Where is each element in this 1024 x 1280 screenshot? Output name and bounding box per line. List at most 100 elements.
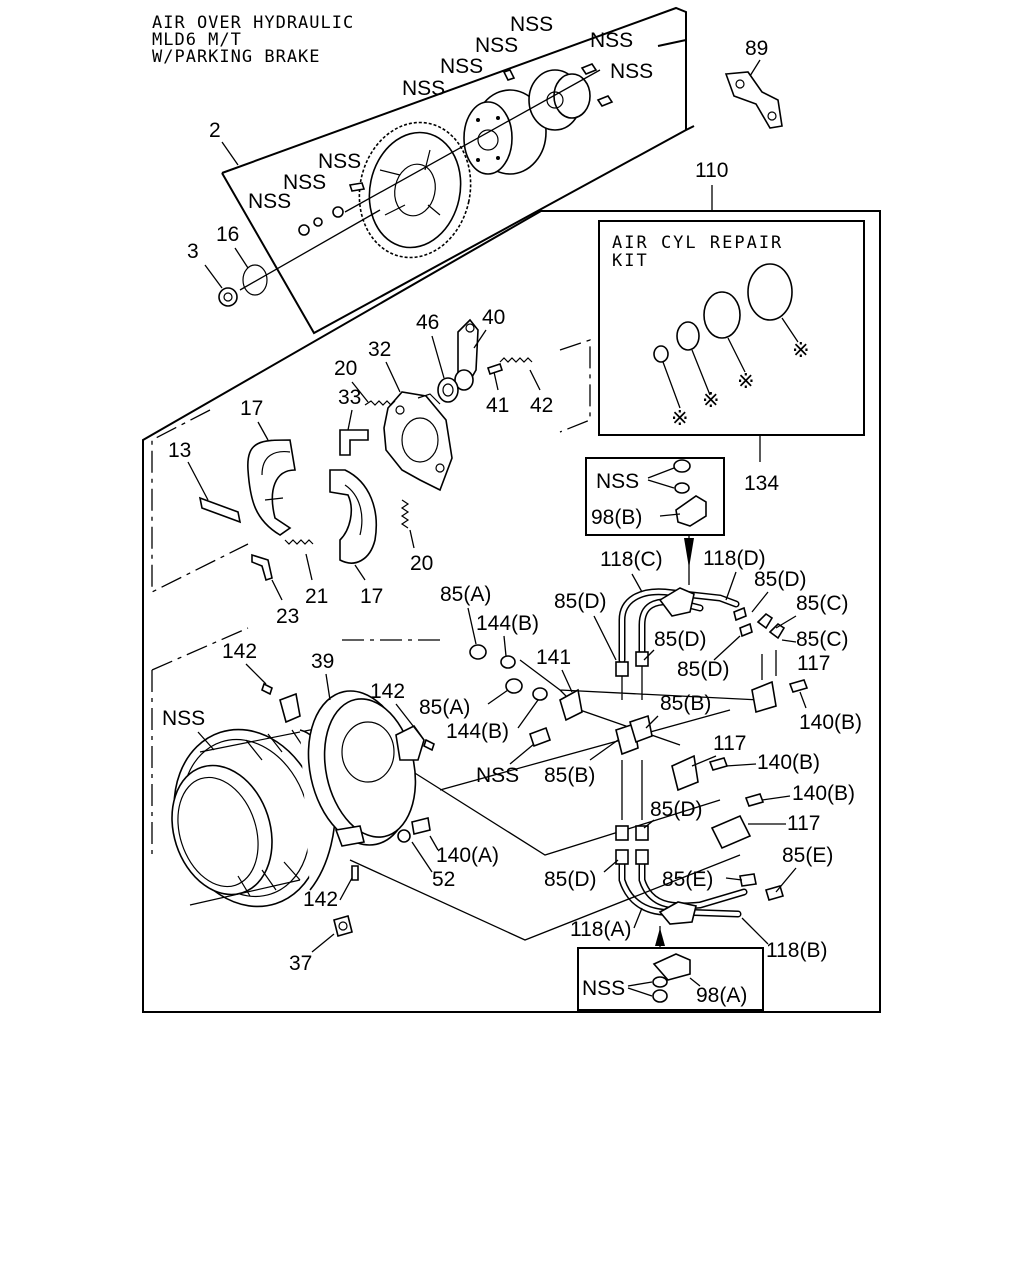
spring-21 <box>284 539 314 545</box>
brake-pipes <box>618 587 748 925</box>
callout-140B-3: 140(B) <box>792 782 855 805</box>
callout-134: 134 <box>744 472 779 495</box>
title-line-1: AIR OVER HYDRAULIC <box>152 13 354 33</box>
asterisk-3: ※ <box>737 370 755 393</box>
spring-42 <box>499 357 533 363</box>
spring-20-lower <box>400 499 410 529</box>
brake-drum <box>171 727 337 908</box>
kit-title-1: AIR CYL REPAIR <box>612 233 783 253</box>
callout-33: 33 <box>338 386 361 409</box>
callout-117-mid: 117 <box>713 732 746 755</box>
callout-85A-2: 85(A) <box>419 696 470 719</box>
callout-85C-1: 85(C) <box>796 592 849 615</box>
callout-40: 40 <box>482 306 505 329</box>
asterisk-4: ※ <box>792 339 810 362</box>
seal-rings <box>653 263 799 409</box>
callout-142-top: 142 <box>222 640 257 663</box>
callout-37: 37 <box>289 952 312 975</box>
shoe-group-outline <box>151 339 591 594</box>
nss-label-1: NSS <box>248 190 291 213</box>
nss-label-13: NSS <box>162 707 205 730</box>
clip-98A-box <box>577 947 764 1011</box>
callout-85D-1: 85(D) <box>754 568 807 591</box>
asterisk-1: ※ <box>671 407 689 430</box>
brake-shoe-17-left <box>247 439 296 536</box>
callout-85D-6: 85(D) <box>544 868 597 891</box>
clip-98B-box <box>585 457 725 536</box>
asterisk-2: ※ <box>702 389 720 412</box>
callout-98A: 98(A) <box>696 984 747 1007</box>
callout-118D: 118(D) <box>703 547 766 570</box>
callout-140A: 140(A) <box>436 844 499 867</box>
lever-40 <box>437 318 504 403</box>
callout-39: 39 <box>311 650 334 673</box>
pin-33 <box>339 429 369 456</box>
callout-85C-2: 85(C) <box>796 628 849 651</box>
callout-46: 46 <box>416 311 439 334</box>
clip-98B <box>647 459 707 527</box>
title-line-3: W/PARKING BRAKE <box>152 47 321 67</box>
hub-cylinder <box>463 89 547 175</box>
callout-118B: 118(B) <box>766 939 827 962</box>
callout-85D-3: 85(D) <box>677 658 730 681</box>
callout-17-top: 17 <box>240 397 263 420</box>
nss-label-2: NSS <box>283 171 326 194</box>
drum-group-outline <box>151 627 440 860</box>
spring-20-upper <box>364 400 396 406</box>
callout-118A: 118(A) <box>570 918 631 941</box>
callout-85D-2: 85(D) <box>654 628 707 651</box>
nss-label-10: NSS <box>596 470 639 493</box>
callout-85A-1: 85(A) <box>440 583 491 606</box>
hub-flange <box>528 69 591 131</box>
link-13 <box>198 496 242 524</box>
callout-3: 3 <box>187 240 199 263</box>
callout-144B-1: 144(B) <box>476 612 539 635</box>
callout-117-top: 117 <box>797 652 830 675</box>
callout-16: 16 <box>216 223 239 246</box>
nss-label-8: NSS <box>590 29 633 52</box>
hub-small-parts <box>218 63 614 307</box>
callout-85B-1: 85(B) <box>660 692 711 715</box>
brake-shoe-17-right <box>329 469 377 564</box>
main-frame <box>142 210 881 1013</box>
small-bolts <box>261 682 435 937</box>
callout-85E-1: 85(E) <box>662 868 713 891</box>
callout-98B: 98(B) <box>591 506 642 529</box>
callout-13: 13 <box>168 439 191 462</box>
callout-20-top: 20 <box>334 357 357 380</box>
callout-110: 110 <box>695 159 728 182</box>
callout-85D-5: 85(D) <box>650 798 703 821</box>
bolt-23 <box>251 553 273 582</box>
nss-label-9: NSS <box>610 60 653 83</box>
callout-52: 52 <box>432 868 455 891</box>
nss-label-4: NSS <box>402 77 445 100</box>
callout-41: 41 <box>486 394 509 417</box>
callout-142-mid: 142 <box>370 680 405 703</box>
bracket-89 <box>724 71 783 129</box>
ring-gear <box>358 121 472 259</box>
nss-label-12: NSS <box>582 977 625 1000</box>
callout-85B-2: 85(B) <box>544 764 595 787</box>
fittings <box>469 606 809 901</box>
nss-label-11: NSS <box>476 764 519 787</box>
anchor-plate-32 <box>383 391 453 492</box>
nss-label-7: NSS <box>510 13 553 36</box>
callout-140B-2: 140(B) <box>757 751 820 774</box>
title-line-2: MLD6 M/T <box>152 30 242 50</box>
callout-117-bottom: 117 <box>787 812 820 835</box>
nss-label-3: NSS <box>318 150 361 173</box>
callout-118C: 118(C) <box>600 548 663 571</box>
callout-2: 2 <box>209 119 221 142</box>
kit-title-2: KIT <box>612 251 649 271</box>
callout-89: 89 <box>745 37 768 60</box>
callout-21: 21 <box>305 585 328 608</box>
callout-142-bottom: 142 <box>303 888 338 911</box>
callout-85E-2: 85(E) <box>782 844 833 867</box>
nss-label-6: NSS <box>475 34 518 57</box>
repair-kit-box <box>598 220 865 436</box>
callout-17-bottom: 17 <box>360 585 383 608</box>
hub-group-outline <box>221 6 695 335</box>
hub-axis-line <box>239 69 601 291</box>
callout-85D-4: 85(D) <box>554 590 607 613</box>
